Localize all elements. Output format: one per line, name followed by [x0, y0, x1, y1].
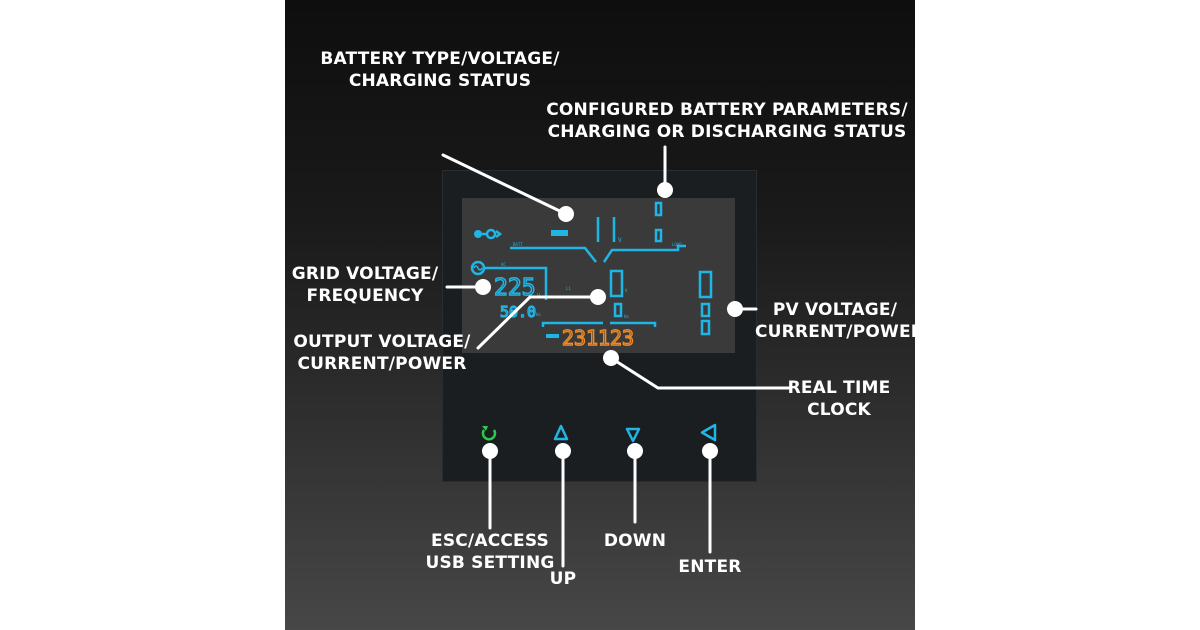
label-grid-voltage: GRID VOLTAGE/ FREQUENCY	[285, 263, 445, 307]
triangle-left-icon[interactable]	[700, 423, 717, 442]
label-output-voltage: OUTPUT VOLTAGE/ CURRENT/POWER	[287, 331, 477, 375]
load-voltage-digit	[654, 201, 663, 217]
battery-level-segment	[551, 230, 568, 236]
label-line: GRID VOLTAGE/	[291, 264, 439, 284]
output-hz-unit: Hz	[624, 314, 629, 319]
label-real-time-clock: REAL TIME CLOCK	[784, 377, 894, 421]
battery-voltage-digits	[596, 217, 616, 242]
dot-configured	[657, 182, 673, 198]
dot-esc	[482, 443, 498, 459]
dot-clock	[603, 350, 619, 366]
label-line: CHARGING STATUS	[348, 71, 532, 91]
label-line: ENTER	[678, 557, 742, 577]
label-up-button: UP	[543, 568, 583, 590]
grid-bracket	[484, 266, 548, 300]
leader-battery	[441, 153, 568, 216]
label-line: FREQUENCY	[306, 286, 424, 306]
dot-pv	[727, 301, 743, 317]
ac-label: AC	[501, 262, 506, 267]
dot-output	[590, 289, 606, 305]
load-label: LOAD	[672, 242, 682, 247]
label-battery-type: BATTERY TYPE/VOLTAGE/ CHARGING STATUS	[300, 48, 580, 92]
grid-frequency-value: 50.0	[500, 303, 536, 321]
clock-bracket	[541, 321, 657, 327]
callout-lines	[441, 145, 791, 568]
label-line: USB SETTING	[425, 553, 555, 573]
label-line: CURRENT/POWER	[297, 354, 467, 374]
label-pv-voltage: PV VOLTAGE/ CURRENT/POWER	[755, 299, 925, 343]
battery-unit: V	[618, 237, 622, 244]
label-configured-battery: CONFIGURED BATTERY PARAMETERS/ CHARGING …	[532, 99, 922, 143]
load-bus-line	[602, 244, 686, 263]
triangle-up-icon[interactable]	[553, 424, 569, 441]
label-line: OUTPUT VOLTAGE/	[293, 332, 471, 352]
batt-label: BATT	[513, 242, 523, 247]
label-line: CONFIGURED BATTERY PARAMETERS/	[546, 100, 908, 120]
pv-power-digit	[700, 319, 711, 336]
button-row	[481, 423, 717, 443]
label-line: ESC/ACCESS	[431, 531, 549, 551]
triangle-down-icon[interactable]	[625, 427, 641, 443]
label-esc-button: ESC/ACCESS USB SETTING	[415, 530, 565, 574]
label-line: PV VOLTAGE/	[772, 300, 898, 320]
output-voltage-digit	[609, 269, 624, 298]
clock-dash-segment	[546, 334, 559, 338]
grid-frequency-unit: Hz	[536, 312, 541, 317]
label-line: CLOCK	[807, 400, 871, 420]
callout-dots	[475, 182, 743, 459]
refresh-icon[interactable]	[481, 429, 497, 441]
leader-output	[476, 295, 599, 350]
output-frequency-digit	[613, 302, 623, 318]
batt-bus-line	[510, 246, 597, 263]
pv-voltage-digit	[698, 270, 713, 299]
clock-value: 231123	[562, 326, 634, 350]
label-line: BATTERY TYPE/VOLTAGE/	[320, 49, 560, 69]
dot-enter	[702, 443, 718, 459]
output-v-unit: V	[625, 288, 628, 293]
label-line: DOWN	[603, 531, 667, 551]
leader-clock	[609, 356, 791, 390]
pv-current-digit	[700, 302, 711, 318]
label-line: CURRENT/POWER	[755, 322, 925, 342]
line-label: L1	[566, 286, 571, 291]
dot-up	[555, 443, 571, 459]
label-line: REAL TIME	[787, 378, 891, 398]
label-line: UP	[549, 569, 577, 589]
label-line: CHARGING OR DISCHARGING STATUS	[547, 122, 907, 142]
load-current-digit	[654, 228, 663, 243]
dot-battery	[558, 206, 574, 222]
dot-grid	[475, 279, 491, 295]
battery-connector-icon	[474, 228, 503, 240]
label-down-button: DOWN	[595, 530, 675, 552]
label-enter-button: ENTER	[670, 556, 750, 578]
dot-down	[627, 443, 643, 459]
